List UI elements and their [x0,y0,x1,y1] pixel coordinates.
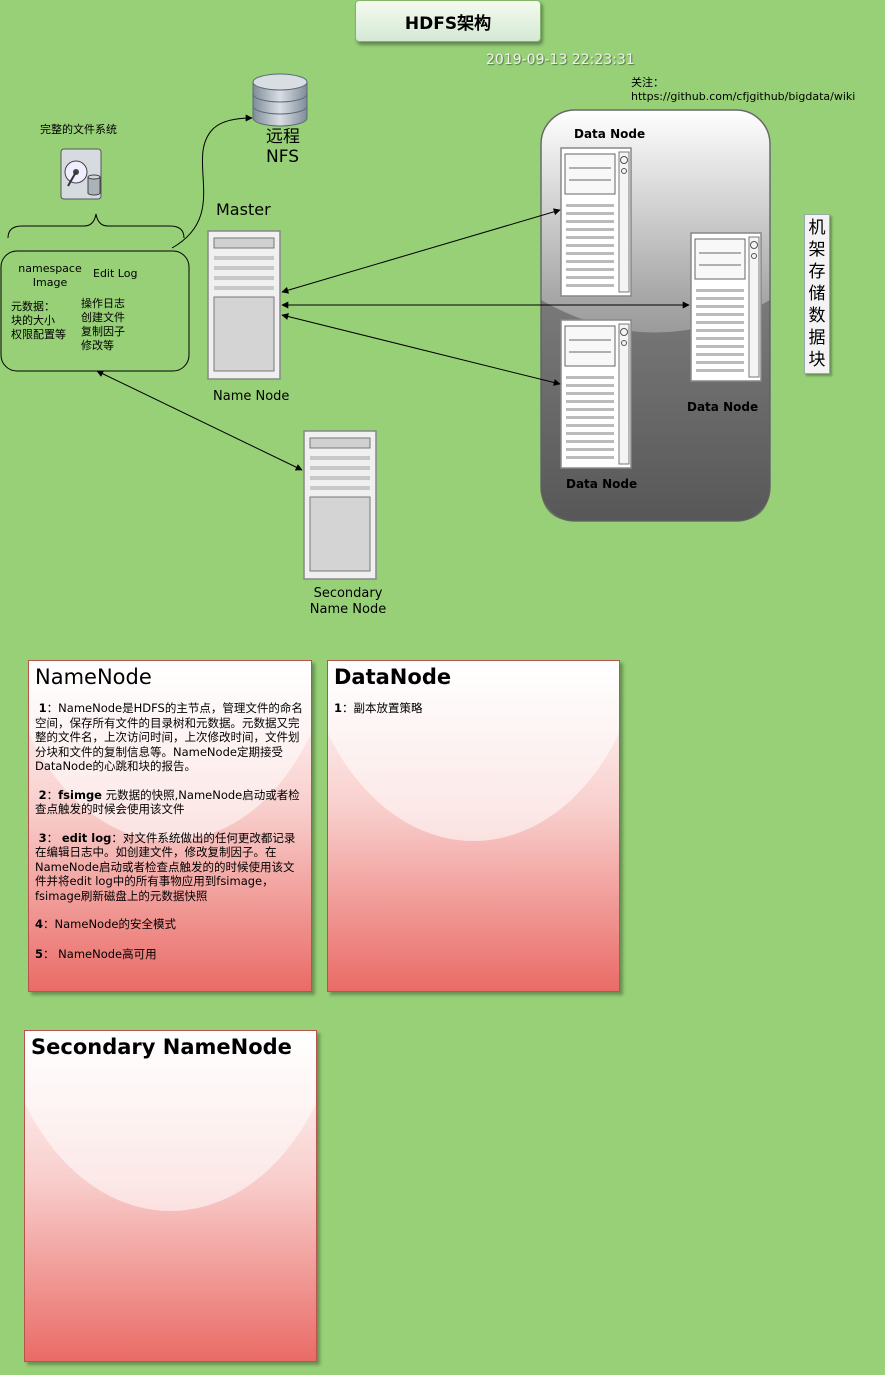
namenode-server-icon [207,230,281,380]
metadata-list: 元数据： 块的大小 权限配置等 [11,300,66,341]
rack-storage-label: 机 架 存 储 数 据 块 [804,214,830,374]
datanode-server-2 [690,232,762,382]
timestamp: 2019-09-13 22:23:31 [486,52,635,68]
database-icon [252,73,308,127]
secondary-namenode-card: Secondary NameNode [24,1030,317,1362]
master-label: Master [216,200,271,219]
datanode-server-3 [560,319,632,469]
filesystem-brace [7,213,185,239]
datanode-item-1: 1：副本放置策略 [334,701,423,715]
namenode-item-1: 1：NameNode是HDFS的主节点，管理文件的命名空间，保存所有文件的目录树… [35,701,303,773]
arrow-namenode-datanode-1 [281,208,561,294]
arrow-metadata-secondary [96,370,303,471]
namenode-item-5: 5： NameNode高可用 [35,946,157,961]
follow-note: 关注：https://github.com/cfjgithub/bigdata/… [631,76,856,103]
hdfs-architecture-diagram [0,73,771,580]
editlog-list: 操作日志 创建文件 复制因子 修改等 [81,297,125,352]
metadata-box [0,250,190,372]
nfs-label: 远程 NFS [266,127,300,167]
filesystem-label: 完整的文件系统 [40,123,117,136]
namenode-item-4: 4：NameNode的安全模式 [35,917,176,931]
hard-disk-icon [60,148,102,200]
namenode-item-3: 3： edit log：对文件系统做出的任何更改都记录在编辑日志中。如创建文件，… [35,830,296,903]
datanode-card: DataNode 1：副本放置策略 [327,660,620,992]
page-title: HDFS架构 [355,0,541,42]
namenode-label: Name Node [213,389,290,404]
arrow-namenode-datanode-3 [281,313,561,386]
namespace-image-label: namespace Image [18,262,82,289]
secondary-namenode-label: Secondary Name Node [309,586,387,617]
datanode-label-2: Data Node [687,400,759,414]
namenode-card-title: NameNode [35,665,152,689]
namenode-item-2: 2：fsimge 元数据的快照,NameNode启动或者检查点触发的时候会使用该… [35,787,300,817]
datanode-server-1 [560,147,632,297]
secondary-namenode-server-icon [303,430,377,580]
datanode-card-title: DataNode [334,665,452,689]
edit-log-label: Edit Log [93,267,138,280]
datanode-label-1: Data Node [574,127,646,141]
datanode-label-3: Data Node [566,477,638,491]
secondary-card-title: Secondary NameNode [31,1035,292,1059]
namenode-card: NameNode 1：NameNode是HDFS的主节点，管理文件的命名空间，保… [28,660,312,992]
nfs-connector [171,114,253,249]
